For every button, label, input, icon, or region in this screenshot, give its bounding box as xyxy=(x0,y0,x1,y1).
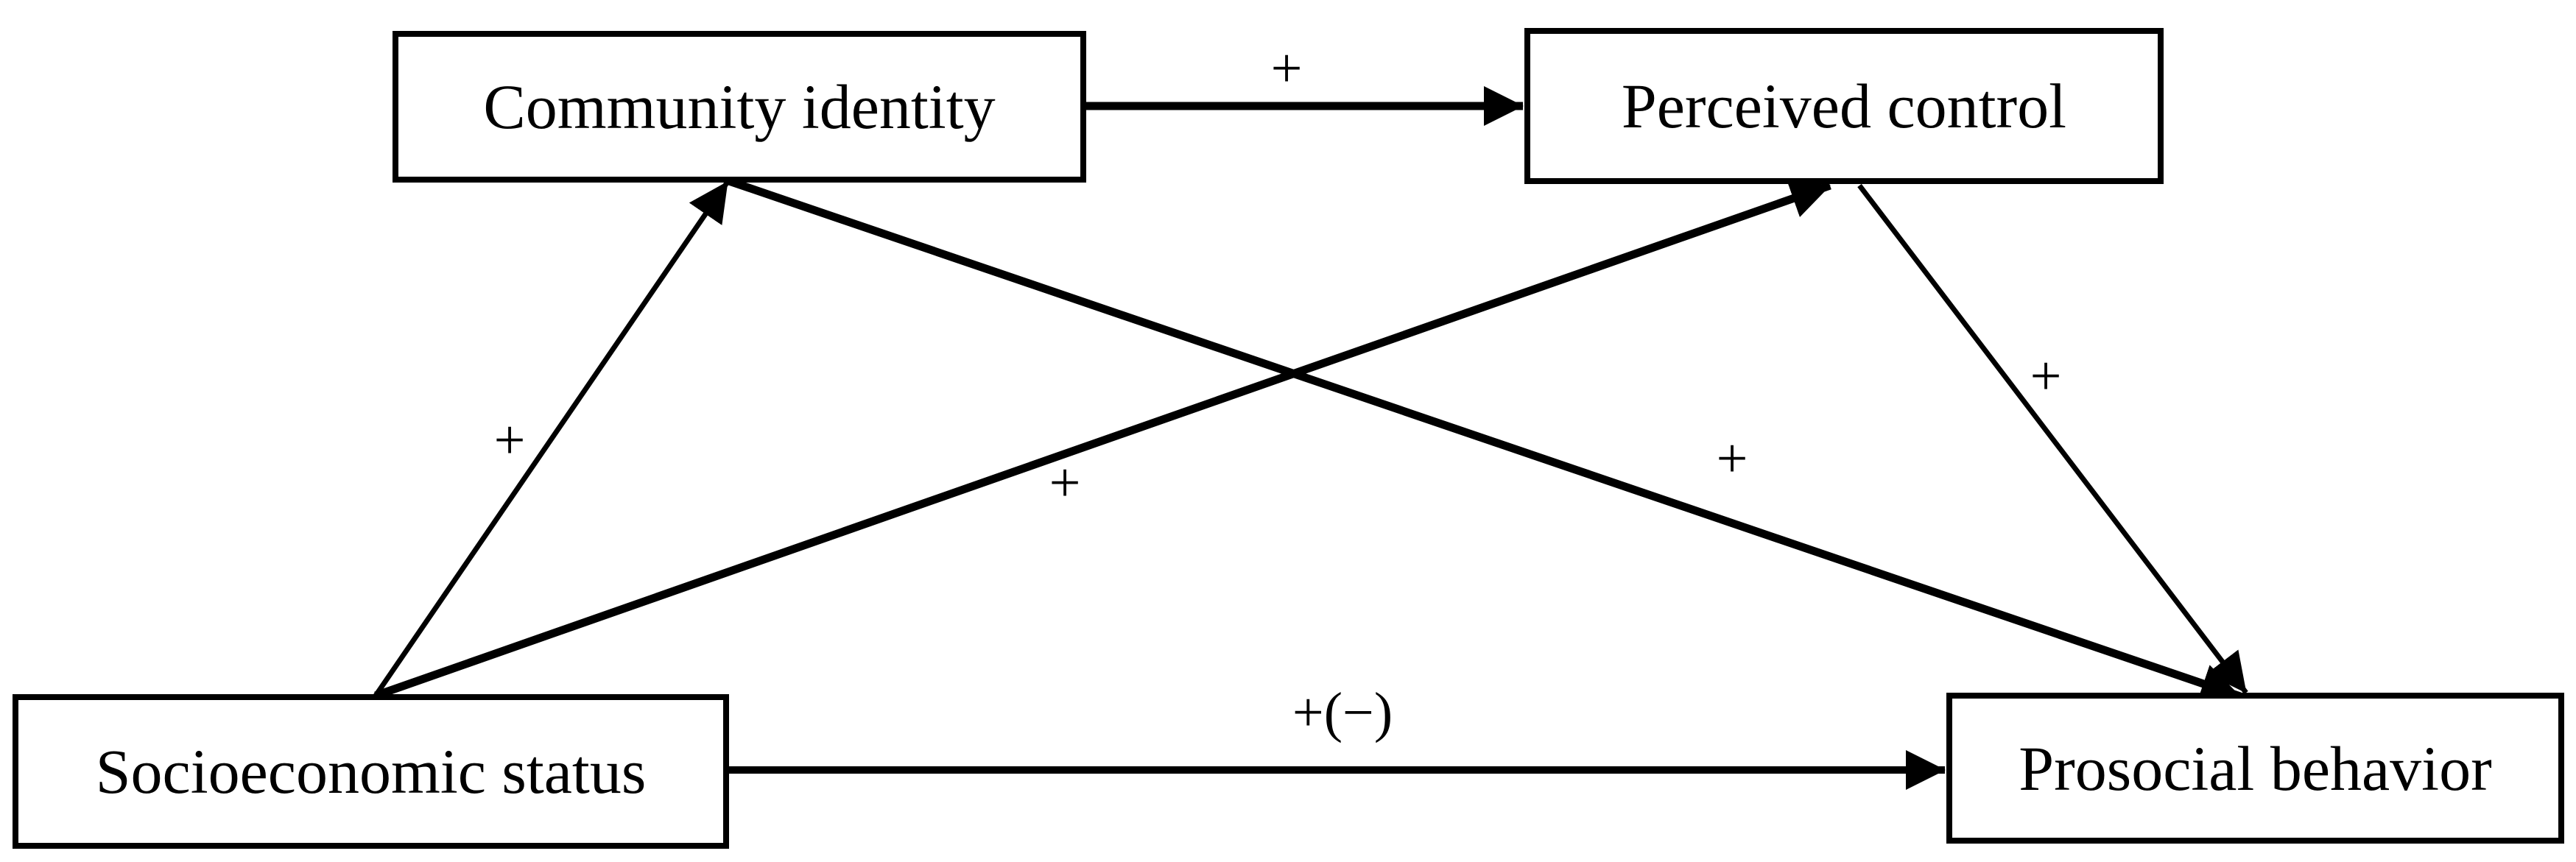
edge-label-community-identity-to-perceived-control: + xyxy=(1270,38,1303,99)
node-prosocial-behavior: Prosocial behavior xyxy=(1946,693,2564,844)
node-socioeconomic-status: Socioeconomic status xyxy=(13,694,729,849)
node-perceived-control: Perceived control xyxy=(1524,28,2164,184)
node-community-identity-label: Community identity xyxy=(483,71,996,142)
arrow-socioeconomic-status-to-perceived-control xyxy=(374,180,1831,700)
node-community-identity: Community identity xyxy=(393,31,1086,183)
edge-label-socioeconomic-status-to-community-identity: + xyxy=(493,409,526,471)
node-perceived-control-label: Perceived control xyxy=(1621,71,2067,141)
edge-label-community-identity-to-prosocial-behavior: + xyxy=(1716,428,1748,490)
arrow-perceived-control-to-prosocial-behavior xyxy=(1857,183,2248,695)
edge-label-socioeconomic-status-to-prosocial-behavior: +(−) xyxy=(1292,682,1393,743)
edge-label-perceived-control-to-prosocial-behavior: + xyxy=(2030,345,2062,407)
node-prosocial-behavior-label: Prosocial behavior xyxy=(2019,732,2492,804)
edge-label-socioeconomic-status-to-perceived-control: + xyxy=(1049,452,1081,514)
node-socioeconomic-status-label: Socioeconomic status xyxy=(95,736,647,807)
arrow-socioeconomic-status-to-community-identity xyxy=(373,180,730,697)
arrow-community-identity-to-prosocial-behavior xyxy=(728,177,2242,703)
